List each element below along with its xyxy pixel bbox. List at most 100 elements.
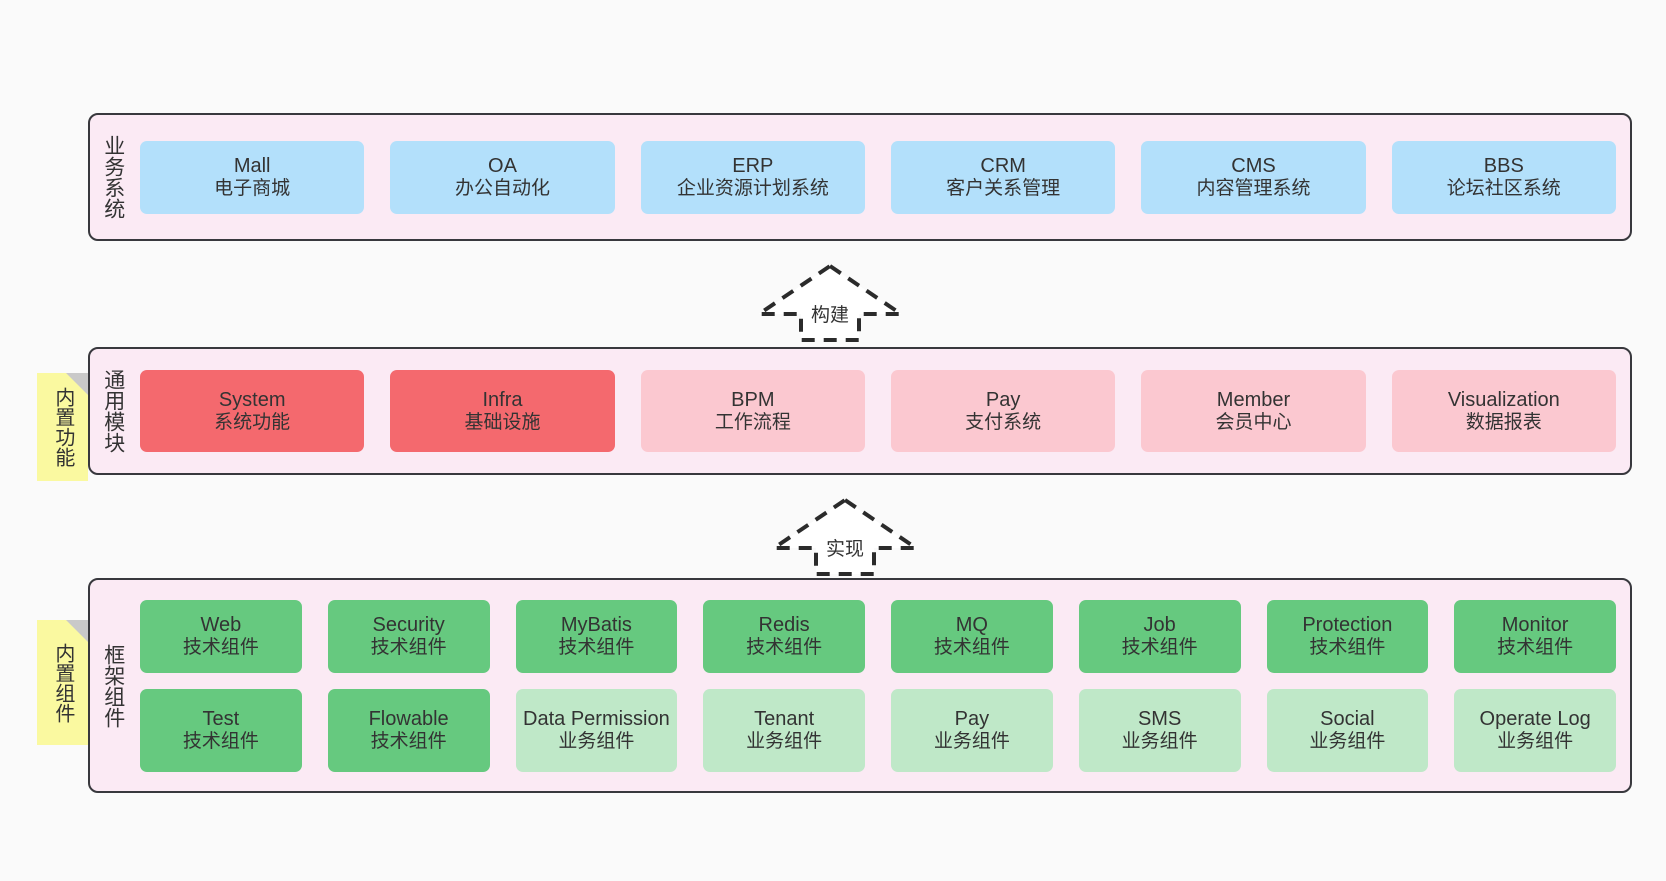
card-title: OA	[488, 154, 517, 177]
card-subtitle: 业务组件	[933, 730, 1010, 752]
card-title: SMS	[1137, 707, 1182, 730]
card-subtitle: 内容管理系统	[1196, 177, 1311, 199]
card-visualization[interactable]: Visualization 数据报表	[1391, 370, 1616, 452]
card-subtitle: 会员中心	[1215, 411, 1292, 433]
card-flowable[interactable]: Flowable 技术组件	[327, 688, 490, 772]
card-cms[interactable]: CMS 内容管理系统	[1141, 140, 1366, 214]
note-label: 内置组件	[51, 642, 74, 723]
card-row: System 系统功能 Infra 基础设施 BPM 工作流程 Pay 支付系统…	[140, 370, 1616, 452]
card-mall[interactable]: Mall 电子商城	[140, 140, 365, 214]
card-subtitle: 技术组件	[746, 636, 823, 658]
connector-implement: 实现	[767, 496, 923, 576]
card-member[interactable]: Member 会员中心	[1141, 370, 1366, 452]
build-arrow-icon	[752, 263, 908, 342]
card-title: Tenant	[754, 707, 815, 730]
layer-common-modules-label: 通用模块	[101, 369, 125, 453]
card-tenant[interactable]: Tenant 业务组件	[703, 688, 865, 772]
card-social[interactable]: Social 业务组件	[1266, 688, 1429, 772]
card-title: BPM	[731, 388, 775, 411]
layer-framework-components-label: 框架组件	[101, 643, 125, 728]
card-mq[interactable]: MQ 技术组件	[891, 599, 1053, 673]
implement-arrow-icon	[767, 497, 923, 576]
card-title: ERP	[732, 154, 774, 177]
card-title: Mall	[233, 154, 271, 177]
card-operate-log[interactable]: Operate Log 业务组件	[1454, 688, 1616, 772]
layer-common-modules: 通用模块 System 系统功能 Infra 基础设施 BPM 工作流程 Pay…	[88, 347, 1632, 475]
card-mybatis[interactable]: MyBatis 技术组件	[515, 599, 678, 673]
card-redis[interactable]: Redis 技术组件	[703, 599, 865, 673]
card-row: Mall 电子商城 OA 办公自动化 ERP 企业资源计划系统 CRM 客户关系…	[140, 140, 1616, 214]
card-title: Operate Log	[1479, 707, 1591, 730]
card-subtitle: 技术组件	[182, 636, 259, 658]
card-subtitle: 技术组件	[1309, 636, 1386, 658]
card-pay-business[interactable]: Pay 业务组件	[891, 688, 1053, 772]
card-title: Security	[372, 613, 445, 636]
card-title: Social	[1320, 707, 1375, 730]
card-infra[interactable]: Infra 基础设施	[390, 370, 615, 452]
card-title: BBS	[1483, 154, 1524, 177]
card-crm[interactable]: CRM 客户关系管理	[890, 140, 1116, 214]
card-test[interactable]: Test 技术组件	[140, 688, 302, 772]
card-job[interactable]: Job 技术组件	[1078, 599, 1241, 673]
card-subtitle: 客户关系管理	[946, 177, 1061, 199]
card-data-permission[interactable]: Data Permission 业务组件	[515, 688, 678, 772]
card-title: Pay	[954, 707, 990, 730]
card-pay[interactable]: Pay 支付系统	[890, 370, 1116, 452]
card-subtitle: 业务组件	[1121, 730, 1198, 752]
note-fold-corner-icon	[66, 620, 88, 642]
layer-business-systems-label: 业务系统	[101, 135, 125, 219]
card-erp[interactable]: ERP 企业资源计划系统	[640, 140, 865, 214]
card-subtitle: 业务组件	[1497, 730, 1574, 752]
layer-business-systems-body: Mall 电子商城 OA 办公自动化 ERP 企业资源计划系统 CRM 客户关系…	[136, 115, 1630, 239]
card-subtitle: 技术组件	[1497, 636, 1574, 658]
layer-framework-components-body: Web 技术组件 Security 技术组件 MyBatis 技术组件 Redi…	[136, 580, 1630, 791]
card-subtitle: 系统功能	[214, 411, 291, 433]
card-row: Test 技术组件 Flowable 技术组件 Data Permission …	[140, 688, 1616, 772]
note-builtin-features: 内置功能	[37, 373, 88, 481]
card-title: Infra	[482, 388, 523, 411]
card-title: Data Permission	[523, 707, 670, 730]
card-title: Test	[202, 707, 240, 730]
card-title: Flowable	[368, 707, 449, 730]
card-title: MyBatis	[560, 613, 632, 636]
card-sms[interactable]: SMS 业务组件	[1078, 688, 1241, 772]
card-web[interactable]: Web 技术组件	[140, 599, 302, 673]
layer-business-systems: 业务系统 Mall 电子商城 OA 办公自动化 ERP 企业资源计划系统 CRM…	[88, 113, 1632, 241]
card-subtitle: 电子商城	[214, 177, 291, 199]
card-subtitle: 业务组件	[558, 730, 635, 752]
card-system[interactable]: System 系统功能	[140, 370, 365, 452]
card-subtitle: 业务组件	[1309, 730, 1386, 752]
card-bbs[interactable]: BBS 论坛社区系统	[1391, 140, 1616, 214]
card-subtitle: 技术组件	[933, 636, 1010, 658]
layer-common-modules-body: System 系统功能 Infra 基础设施 BPM 工作流程 Pay 支付系统…	[136, 349, 1630, 473]
card-subtitle: 企业资源计划系统	[676, 177, 829, 199]
card-subtitle: 技术组件	[370, 730, 447, 752]
note-label: 内置功能	[51, 387, 74, 467]
card-subtitle: 论坛社区系统	[1446, 177, 1561, 199]
note-builtin-components: 内置组件	[37, 620, 88, 745]
card-subtitle: 技术组件	[182, 730, 259, 752]
card-subtitle: 数据报表	[1465, 411, 1542, 433]
card-security[interactable]: Security 技术组件	[327, 599, 490, 673]
card-title: CRM	[980, 154, 1026, 177]
card-title: CMS	[1231, 154, 1276, 177]
card-oa[interactable]: OA 办公自动化	[390, 140, 615, 214]
card-protection[interactable]: Protection 技术组件	[1266, 599, 1429, 673]
card-subtitle: 技术组件	[1121, 636, 1198, 658]
card-subtitle: 支付系统	[965, 411, 1042, 433]
card-subtitle: 工作流程	[714, 411, 791, 433]
card-bpm[interactable]: BPM 工作流程	[640, 370, 865, 452]
card-title: MQ	[955, 613, 988, 636]
card-title: Member	[1216, 388, 1291, 411]
card-monitor[interactable]: Monitor 技术组件	[1454, 599, 1616, 673]
card-title: Redis	[758, 613, 810, 636]
connector-build: 构建	[752, 262, 908, 342]
card-title: Visualization	[1447, 388, 1560, 411]
card-subtitle: 技术组件	[558, 636, 635, 658]
card-title: Protection	[1302, 613, 1393, 636]
card-subtitle: 办公自动化	[454, 177, 550, 199]
card-subtitle: 业务组件	[746, 730, 823, 752]
card-title: Monitor	[1501, 613, 1569, 636]
card-subtitle: 基础设施	[464, 411, 541, 433]
